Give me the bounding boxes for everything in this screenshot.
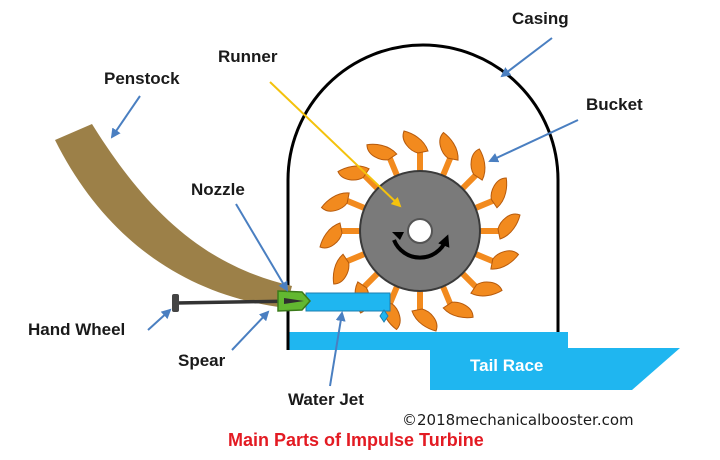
bucket-stem: [439, 283, 454, 307]
bucket-stem: [472, 250, 496, 265]
bucket-cup: [337, 165, 370, 181]
bucket-cup: [470, 148, 486, 181]
label-hand-wheel: Hand Wheel: [28, 320, 125, 339]
buckets: [319, 130, 521, 332]
bucket-stem: [361, 269, 382, 290]
hand-wheel-arrow: [147, 308, 172, 331]
bucket: [458, 269, 503, 297]
bucket-cup: [490, 250, 520, 270]
bucket-cup: [332, 253, 350, 285]
tail-race-water: [288, 332, 680, 390]
hand-wheel-icon: [172, 294, 179, 312]
bucket-cup: [439, 131, 459, 161]
bucket-cup: [442, 301, 474, 319]
bucket: [332, 250, 368, 285]
label-bucket: Bucket: [586, 95, 643, 114]
water-jet: [305, 292, 391, 312]
bucket: [472, 177, 508, 212]
label-nozzle: Nozzle: [191, 180, 245, 199]
bucket-cup: [497, 213, 521, 240]
bucket-stem: [417, 289, 423, 311]
spear-rod: [175, 299, 297, 305]
label-penstock: Penstock: [104, 69, 180, 88]
bucket: [402, 130, 429, 173]
spear-tip: [284, 298, 304, 304]
diagram-caption: Main Parts of Impulse Turbine: [228, 430, 484, 450]
bucket: [366, 143, 401, 179]
penstock-arrow: [110, 95, 141, 139]
bucket-arrow: [488, 119, 579, 163]
runner-hub: [407, 218, 433, 244]
bucket-cup: [402, 130, 429, 154]
water-jet-arrow: [329, 311, 346, 387]
casing-arrow: [500, 37, 553, 78]
bucket-stem: [458, 172, 479, 193]
bucket: [472, 250, 520, 270]
bucket-cup: [319, 222, 343, 249]
rotation-arrow-tail: [392, 232, 404, 240]
bucket-stem: [439, 155, 454, 179]
bucket-stem: [472, 197, 496, 212]
casing: [286, 43, 560, 350]
bucket-stem: [386, 155, 401, 179]
bucket-cup: [320, 192, 350, 212]
spear-arrow: [231, 310, 270, 351]
rotation-arrow: [392, 234, 450, 260]
bucket: [320, 192, 368, 212]
bucket-stem: [478, 228, 500, 234]
bucket: [458, 148, 486, 193]
bucket-stem: [417, 151, 423, 173]
label-casing: Casing: [512, 9, 569, 28]
bucket-cup: [470, 281, 503, 297]
water-splash: [379, 309, 389, 323]
bucket-stem: [458, 269, 479, 290]
bucket-cup: [490, 177, 508, 209]
runner-arrow: [269, 81, 402, 208]
bucket-stem: [344, 250, 368, 265]
bucket-stem: [344, 197, 368, 212]
nozzle-arrow: [235, 203, 289, 292]
label-tail-race: Tail Race: [470, 356, 543, 375]
label-runner: Runner: [218, 47, 278, 66]
bucket-stem: [361, 172, 382, 193]
bucket: [411, 289, 438, 332]
bucket: [478, 213, 521, 240]
bucket-stem: [340, 228, 362, 234]
bucket: [319, 222, 362, 249]
bucket-cup: [366, 143, 398, 161]
bucket: [439, 283, 474, 319]
label-spear: Spear: [178, 351, 226, 370]
label-water-jet: Water Jet: [288, 390, 364, 409]
bucket: [439, 131, 459, 179]
penstock: [55, 124, 292, 308]
copyright-text: ©2018mechanicalbooster.com: [402, 411, 634, 429]
bucket-cup: [411, 308, 438, 332]
